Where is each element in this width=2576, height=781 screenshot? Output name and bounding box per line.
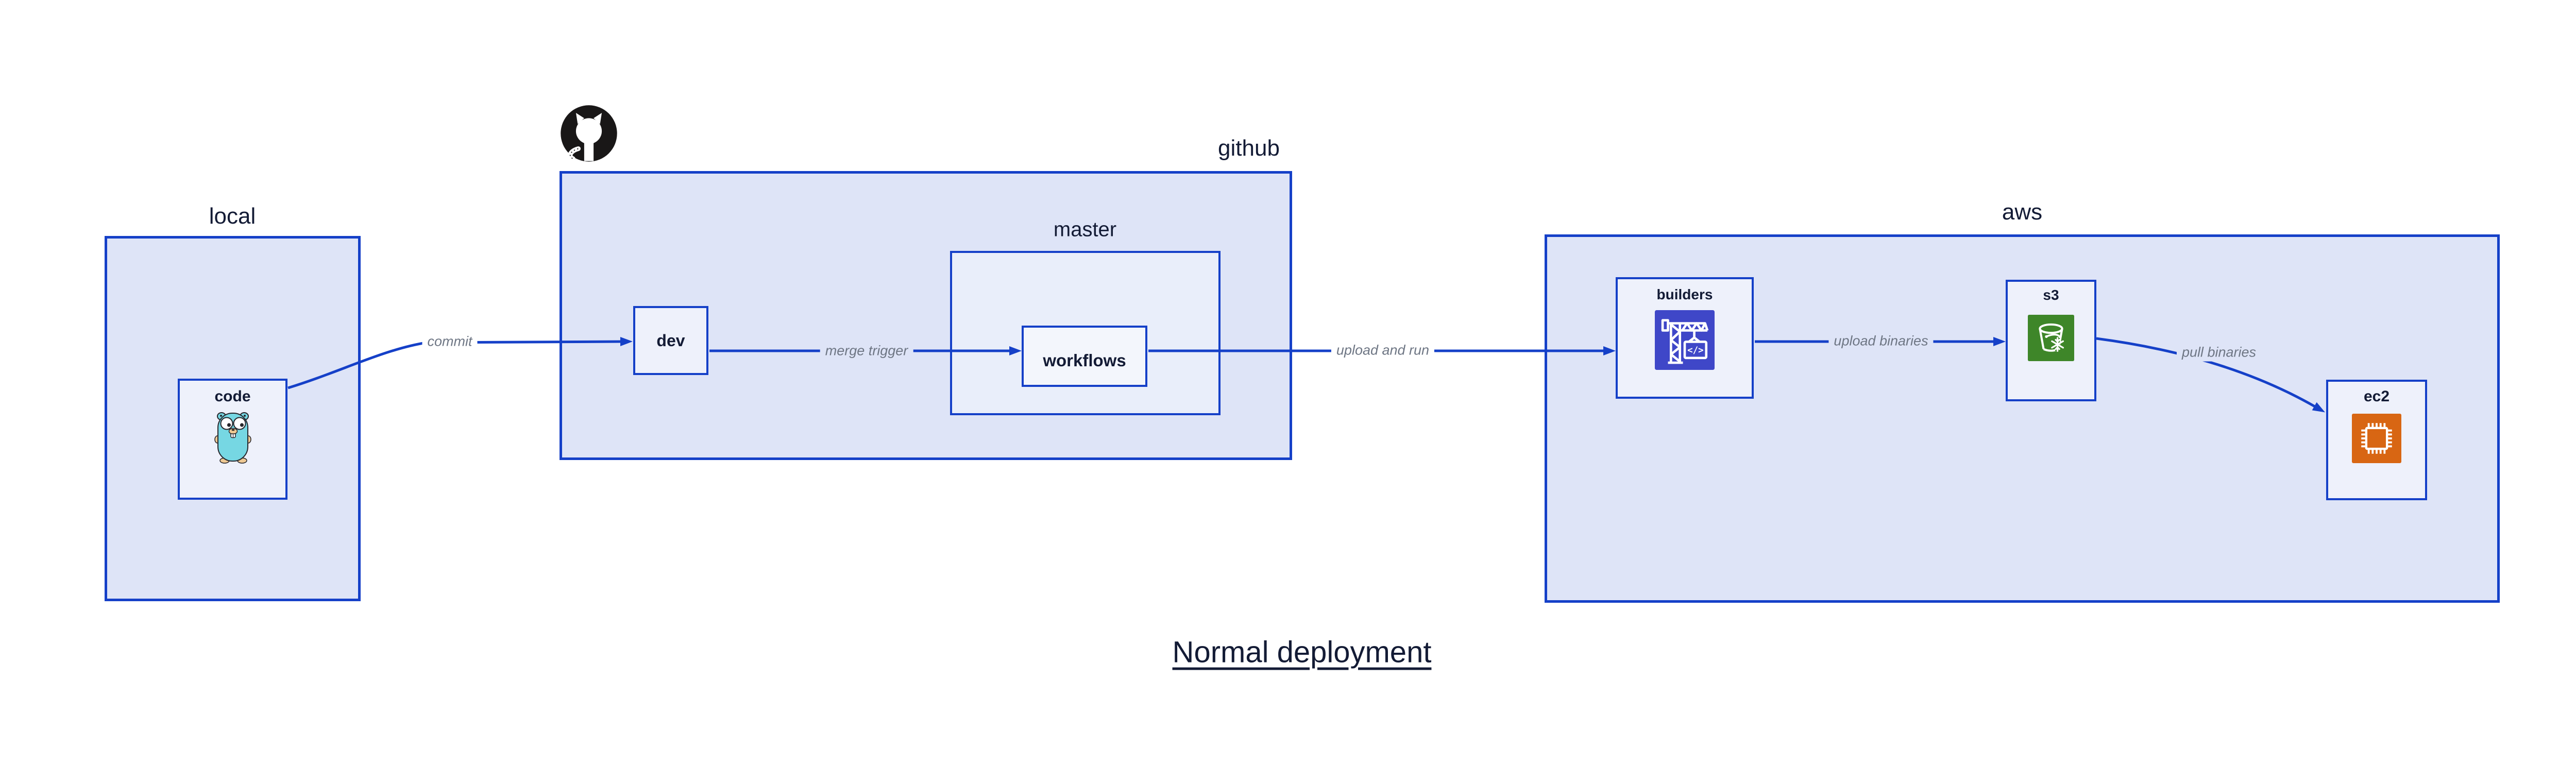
workflows-node-box: workflows	[1022, 326, 1147, 387]
diagram-title: Normal deployment	[1172, 635, 1432, 669]
go-gopher-icon	[214, 412, 251, 464]
code-glyph: </>	[1687, 346, 1703, 356]
dev-node-label: dev	[656, 331, 685, 350]
code-node-box: code	[178, 379, 287, 500]
s3-node-box: s3	[2006, 280, 2096, 401]
ec2-node-label: ec2	[2363, 388, 2390, 405]
local-container-label: local	[209, 203, 256, 229]
aws-s3-bucket-icon	[2028, 315, 2074, 361]
ec2-node-box: ec2	[2326, 380, 2427, 500]
aws-ec2-chip-icon	[2352, 414, 2401, 463]
builders-node-label: builders	[1656, 286, 1713, 302]
edge-label-merge-trigger: merge trigger	[820, 342, 913, 360]
edge-label-commit: commit	[422, 332, 478, 351]
workflows-node-label: workflows	[1043, 350, 1126, 370]
edge-label-upload-binaries: upload binaries	[1828, 332, 1934, 350]
github-octocat-logo	[561, 105, 617, 162]
aws-container-label: aws	[2002, 199, 2043, 225]
builders-node-box: builders </>	[1616, 277, 1754, 399]
aws-codebuild-crane-icon: </>	[1655, 310, 1715, 370]
code-node-label: code	[214, 388, 251, 405]
s3-node-label: s3	[2043, 287, 2059, 303]
master-container-label: master	[1053, 218, 1117, 241]
github-container-label: github	[1218, 135, 1280, 161]
dev-node-box: dev	[633, 306, 708, 375]
edge-label-upload-and-run: upload and run	[1331, 341, 1435, 360]
edge-label-pull-binaries: pull binaries	[2176, 343, 2262, 362]
